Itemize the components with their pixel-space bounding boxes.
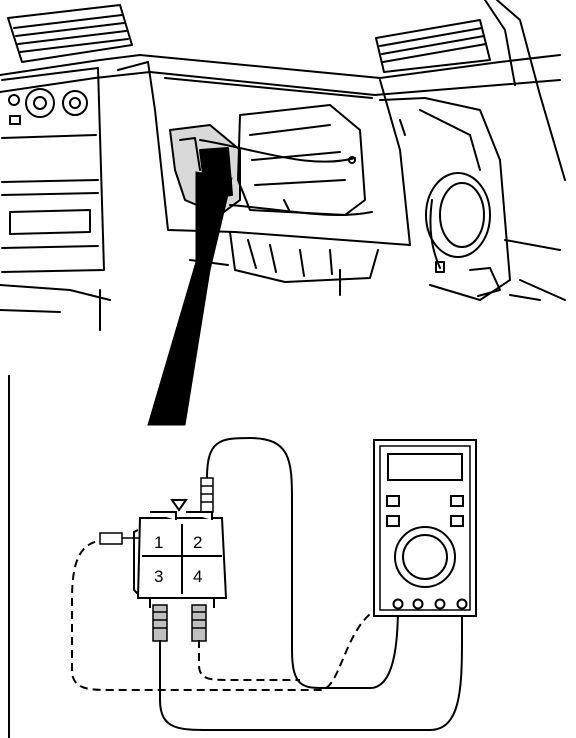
connector-pin-labels: 1 2 3 4 <box>154 533 202 586</box>
probe-tip-pin2 <box>200 477 214 513</box>
glove-box-opening <box>117 61 411 246</box>
probe-tip-pin1 <box>99 532 123 545</box>
pin-label-2: 2 <box>193 533 202 552</box>
probe-tips <box>99 477 214 642</box>
multimeter-buttons <box>386 495 464 527</box>
dashed-test-lead-pin1 <box>71 539 401 691</box>
probe-tip-pin4 <box>191 604 207 642</box>
multimeter <box>373 439 477 617</box>
side-air-duct <box>379 97 566 301</box>
right-air-vent <box>375 19 491 73</box>
instrument-cluster <box>1 67 105 273</box>
multimeter-display <box>387 453 463 481</box>
pin-label-4: 4 <box>193 567 202 586</box>
dash-top-edge <box>0 54 561 79</box>
dashed-test-lead-pin4 <box>198 640 300 681</box>
probe-tip-pin3 <box>152 604 168 642</box>
pin-label-1: 1 <box>154 533 163 552</box>
solid-test-lead-pin3 <box>159 605 463 731</box>
jack-com <box>392 598 404 610</box>
multimeter-jacks <box>392 598 468 610</box>
connector-block <box>133 499 228 608</box>
multimeter-dial <box>394 526 456 588</box>
solid-test-lead-pin2 <box>206 436 399 690</box>
pin-label-3: 3 <box>154 567 163 586</box>
dashboard-illustration <box>0 0 566 331</box>
jack-volt-ohm <box>456 598 468 610</box>
wiring-harness <box>147 171 233 426</box>
connector-latch-arrow <box>170 499 188 512</box>
left-air-vent <box>7 4 133 63</box>
